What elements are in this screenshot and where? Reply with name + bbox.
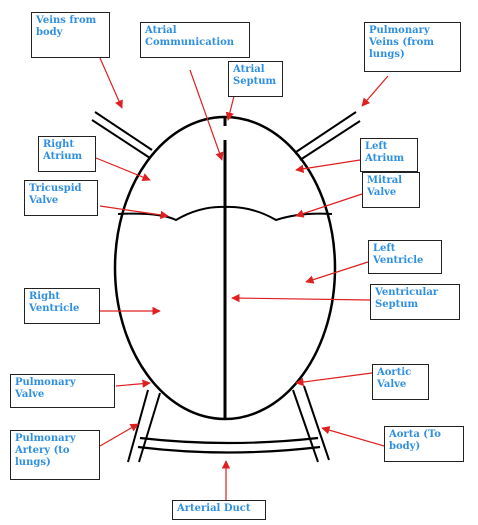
arrow-aorta <box>321 426 385 447</box>
arrow-mitral-valve <box>295 193 363 218</box>
label-right-ventricle: Right Ventricle <box>24 288 100 324</box>
label-mitral-valve: Mitral Valve <box>362 172 420 208</box>
label-aortic-valve: Aortic Valve <box>372 364 429 400</box>
arrow-left-atrium <box>295 159 361 173</box>
label-veins-from-body: Veins from body <box>31 12 110 58</box>
arrow-left-ventricle <box>305 261 369 284</box>
label-ventricular-septum: Ventricular Septum <box>370 284 460 320</box>
mitral-valve-line <box>224 205 333 222</box>
label-pulmonary-valve: Pulmonary Valve <box>10 374 115 408</box>
label-atrial-communication: Atrial Communication <box>140 22 250 58</box>
arrow-pulmonary-artery <box>99 423 139 447</box>
vein-left <box>91 111 153 159</box>
label-left-atrium: Left Atrium <box>360 138 418 172</box>
vein-right <box>295 111 361 161</box>
label-arterial-duct: Arterial Duct <box>172 500 266 520</box>
arrow-ventricular-septum <box>231 293 371 303</box>
arrow-pulmonary-valve <box>115 379 151 388</box>
label-pulmonary-artery: Pulmonary Artery (to lungs) <box>10 430 100 480</box>
arrow-aortic-valve <box>295 372 373 387</box>
label-pulmonary-veins: Pulmonary Veins (from lungs) <box>364 22 461 72</box>
label-aorta: Aorta (To body) <box>384 426 464 462</box>
label-right-atrium: Right Atrium <box>38 136 96 172</box>
tricuspid-valve-line <box>117 205 226 222</box>
arrow-right-atrium <box>95 157 151 182</box>
label-atrial-septum: Atrial Septum <box>228 61 283 97</box>
aorta-vessel <box>292 385 330 463</box>
arterial-duct-vessel <box>137 436 321 454</box>
arrow-pulmonary-veins <box>361 75 389 107</box>
arrow-tricuspid-valve <box>99 205 169 220</box>
label-left-ventricle: Left Ventricle <box>368 240 442 274</box>
arrow-veins-from-body <box>99 57 123 109</box>
arrow-atrial-communication <box>189 69 224 161</box>
label-tricuspid-valve: Tricuspid Valve <box>24 180 98 216</box>
arrow-atrial-septum <box>225 95 235 121</box>
pulmonary-artery-vessel <box>127 389 161 463</box>
